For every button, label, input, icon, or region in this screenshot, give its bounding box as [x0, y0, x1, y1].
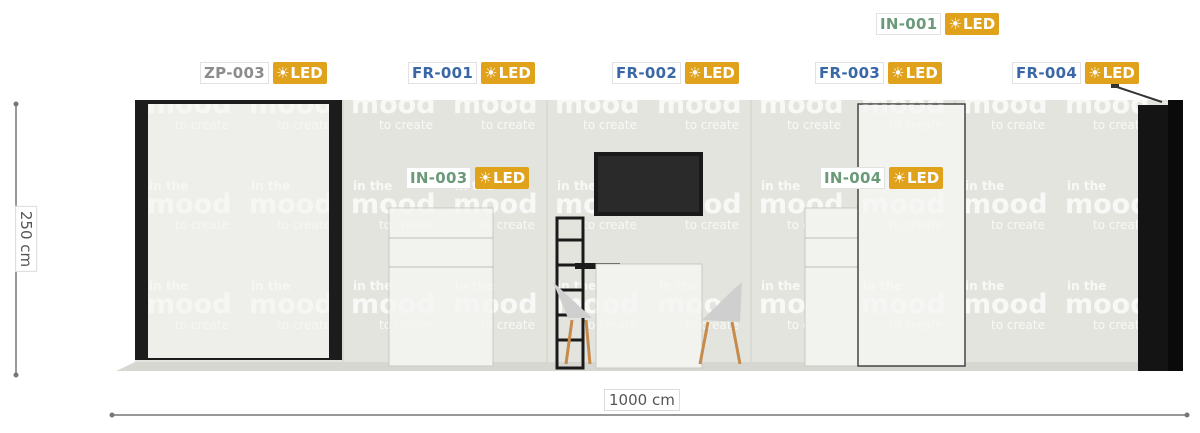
tag-code: FR-001 [408, 62, 478, 84]
led-badge: ☀LED [475, 167, 530, 189]
sun-icon: ☀ [478, 169, 492, 187]
chair [553, 282, 592, 365]
sun-icon: ☀ [1088, 64, 1102, 82]
tag-fr-001: FR-001 ☀LED [408, 62, 535, 84]
tag-code: IN-004 [820, 167, 886, 189]
tag-code: ZP-003 [200, 62, 269, 84]
sun-icon: ☀ [688, 64, 702, 82]
led-badge: ☀LED [272, 62, 327, 84]
tag-code: FR-003 [815, 62, 885, 84]
led-badge: ☀LED [888, 62, 942, 84]
tag-code: FR-002 [612, 62, 682, 84]
tag-code: IN-003 [406, 167, 472, 189]
led-badge: ☀LED [1085, 62, 1139, 84]
tag-code: IN-001 [876, 13, 942, 35]
led-badge: ☀LED [685, 62, 739, 84]
sun-icon: ☀ [275, 64, 290, 82]
width-dimension-line [109, 412, 1190, 418]
tag-fr-002: FR-002 ☀LED [612, 62, 739, 84]
sun-icon: ☀ [891, 64, 905, 82]
chair [698, 282, 742, 365]
height-dimension-label: 250 cm [15, 205, 38, 273]
led-badge: ☀LED [481, 62, 535, 84]
tag-in-003: IN-003 ☀LED [406, 167, 530, 189]
tag-fr-003: FR-003 ☀LED [815, 62, 942, 84]
sun-icon: ☀ [948, 15, 962, 33]
spotlight-arm [1113, 85, 1163, 103]
led-badge: ☀LED [945, 13, 1000, 35]
tag-fr-004: FR-004 ☀LED [1012, 62, 1139, 84]
tag-zp-003: ZP-003 ☀LED [200, 62, 327, 84]
led-badge: ☀LED [889, 167, 944, 189]
tag-in-004: IN-004 ☀LED [820, 167, 944, 189]
width-dimension-label: 1000 cm [604, 389, 680, 411]
tag-code: FR-004 [1012, 62, 1082, 84]
sun-icon: ☀ [892, 169, 906, 187]
tag-in-001: IN-001 ☀LED [876, 13, 1000, 35]
sun-icon: ☀ [484, 64, 498, 82]
in-004-counter [804, 207, 859, 367]
